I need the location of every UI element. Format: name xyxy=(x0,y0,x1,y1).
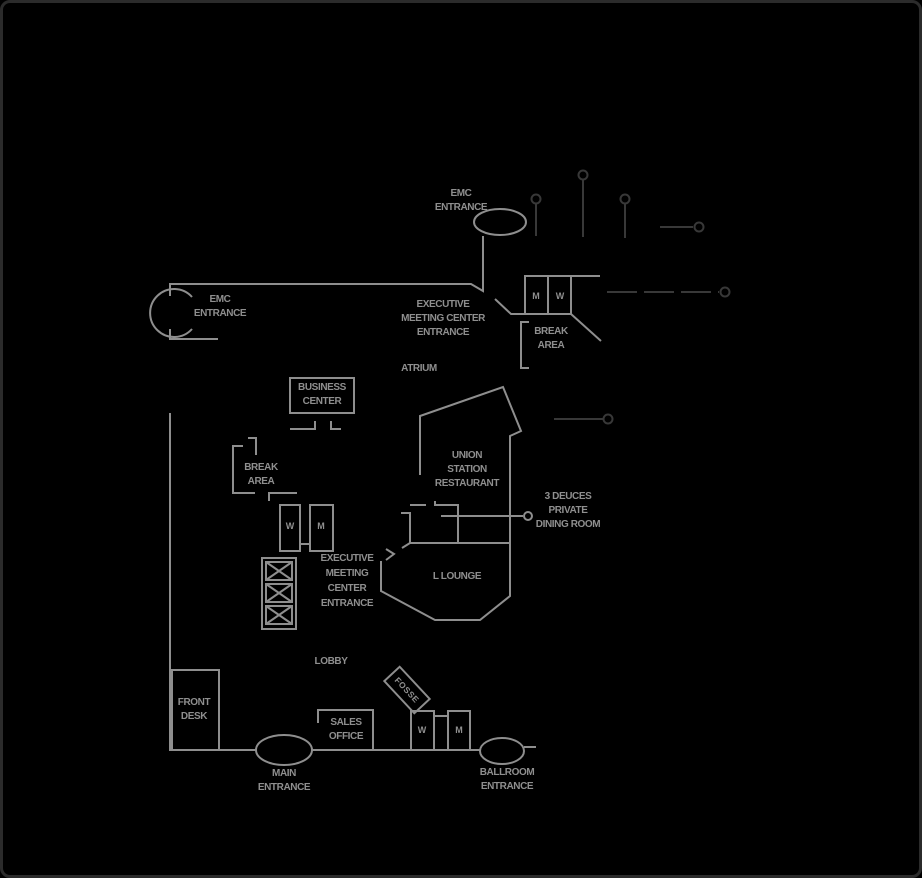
label-break-area-left: BREAK AREA xyxy=(244,462,278,487)
left-wall-and-bottom-wall xyxy=(169,413,256,751)
label-executive-meeting-center-entrance-left: EXECUTIVE MEETING CENTER ENTRANCE xyxy=(320,553,374,609)
break-area-top-diagonal-wall xyxy=(570,313,602,342)
lounge-door-wall-piece xyxy=(401,542,411,549)
label-lobby: LOBBY xyxy=(314,656,348,667)
lounge-door-arrow xyxy=(385,548,396,561)
fosse-box-outline xyxy=(382,665,432,715)
elevator-cab-1 xyxy=(265,561,293,581)
label-union-station-restaurant: UNION STATION RESTAURANT xyxy=(434,450,500,489)
restroom-bottom-m-box xyxy=(447,710,471,751)
elevator-cab-3 xyxy=(265,605,293,625)
label-ballroom-entrance: BALLROOM ENTRANCE xyxy=(479,767,535,792)
column-marker-head-4 xyxy=(693,221,705,233)
front-desk-box xyxy=(171,669,220,751)
restroom-mid-w-label: W xyxy=(285,521,295,531)
emc-top-wall xyxy=(169,236,484,296)
column-marker-head-5 xyxy=(602,413,614,425)
ballroom-entrance-ellipse xyxy=(479,737,525,765)
break-area-left-bracket-3 xyxy=(268,492,297,501)
elevator-bank-outline xyxy=(261,557,297,630)
column-marker-head-1 xyxy=(530,193,542,205)
lounge-top-wall xyxy=(401,512,510,544)
label-break-area-top: BREAK AREA xyxy=(534,326,568,351)
label-front-desk: FRONT DESK xyxy=(177,697,211,722)
restroom-bottom-w-label: W xyxy=(417,725,427,735)
three-deuces-leader-circle xyxy=(523,511,533,521)
bar-counter xyxy=(434,501,459,543)
column-marker-head-3 xyxy=(619,193,631,205)
restroom-top-m-label: M xyxy=(532,291,540,301)
emc-left-lower-wall xyxy=(169,329,218,340)
column-marker-head-2 xyxy=(577,169,589,181)
fosse-box: FOSSE xyxy=(382,665,432,715)
elevator-x-marks xyxy=(265,561,293,625)
restroom-bottom-w-box xyxy=(410,710,435,751)
restroom-top-w-label: W xyxy=(555,291,565,301)
business-center-box xyxy=(289,377,355,414)
break-area-left-bracket-1 xyxy=(232,445,255,494)
elevator-cab-2 xyxy=(265,583,293,603)
business-center-doorway xyxy=(290,421,341,430)
restroom-mid-w-box xyxy=(279,504,301,552)
dashed-marker-head xyxy=(719,286,731,298)
label-l-lounge: L LOUNGE xyxy=(432,571,482,582)
restaurant-lounge-outline xyxy=(380,385,523,621)
column-markers xyxy=(530,169,731,425)
label-emc-entrance-top: EMC ENTRANCE xyxy=(434,188,488,213)
main-entrance-ellipse xyxy=(255,734,313,766)
fosse-label: FOSSE xyxy=(393,675,422,705)
restroom-mid-m-label: M xyxy=(317,521,325,531)
restroom-bottom-m-label: M xyxy=(455,725,463,735)
sales-office-box xyxy=(317,709,374,750)
label-three-deuces-private-dining-room: 3 DEUCES PRIVATE DINING ROOM xyxy=(535,491,601,530)
label-executive-meeting-center-entrance-top: EXECUTIVE MEETING CENTER ENTRANCE xyxy=(401,299,485,338)
label-emc-entrance-left: EMC ENTRANCE xyxy=(193,294,247,319)
label-atrium: ATRIUM xyxy=(401,363,437,374)
label-sales-office: SALES OFFICE xyxy=(328,717,364,742)
restroom-mid-m-box xyxy=(309,504,334,552)
emc-top-entrance-ellipse xyxy=(473,208,527,236)
break-area-top-bracket xyxy=(520,321,529,369)
label-business-center: BUSINESS CENTER xyxy=(298,382,346,407)
emc-top-door-wall xyxy=(494,298,525,315)
walls xyxy=(149,208,602,766)
label-main-entrance: MAIN ENTRANCE xyxy=(257,768,311,793)
break-area-left-bracket-2 xyxy=(248,437,257,455)
floor-plan-drawing: FOSSE xyxy=(149,169,731,766)
emc-left-entrance-arc xyxy=(149,288,193,338)
